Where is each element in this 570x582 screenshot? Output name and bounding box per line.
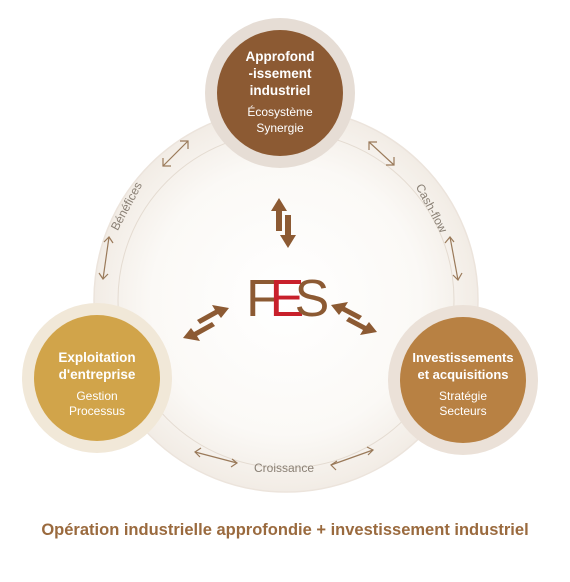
node-top-title-1: Approfond xyxy=(246,49,315,64)
node-right-title-1: Investissements xyxy=(412,350,513,365)
node-right-sub-1: Stratégie xyxy=(439,389,487,403)
node-left-sub-1: Gestion xyxy=(76,389,117,403)
node-investments-acquisitions: Investissements et acquisitions Stratégi… xyxy=(388,305,538,455)
arc-label-bottom: Croissance xyxy=(254,461,314,475)
node-industrial-deepening: Approfond -issement industriel Écosystèm… xyxy=(205,18,355,168)
node-top-title-3: industriel xyxy=(250,83,311,98)
node-business-operation: Exploitation d'entreprise Gestion Proces… xyxy=(22,303,172,453)
fes-letter-e: E xyxy=(270,270,305,328)
exchange-arrow-top-icon xyxy=(271,198,296,248)
node-left-title-1: Exploitation xyxy=(58,350,135,365)
node-top-title-2: -issement xyxy=(248,66,312,81)
fes-logo: F E S xyxy=(246,270,329,328)
node-top-disc xyxy=(217,30,343,156)
connector-top-left xyxy=(162,140,189,167)
diagram-caption: Opération industrielle approfondie + inv… xyxy=(41,521,529,539)
exchange-arrow-left-icon xyxy=(183,305,229,341)
connector-top-left-lower xyxy=(98,236,114,280)
node-right-disc xyxy=(400,317,526,443)
node-top-sub-1: Écosystème xyxy=(247,104,313,119)
node-right-sub-2: Secteurs xyxy=(439,404,486,418)
exchange-arrow-right-icon xyxy=(331,302,377,335)
connector-top-right-lower xyxy=(444,236,463,281)
node-left-sub-2: Processus xyxy=(69,404,125,418)
fes-letter-f: F xyxy=(246,270,278,328)
connector-top-right xyxy=(368,141,395,166)
node-top-sub-2: Synergie xyxy=(256,121,304,135)
connector-bottom-right xyxy=(330,446,375,471)
node-left-disc xyxy=(34,315,160,441)
node-right-title-2: et acquisitions xyxy=(417,367,508,382)
fes-letter-s: S xyxy=(295,270,330,328)
node-left-title-2: d'entreprise xyxy=(59,367,136,382)
connector-bottom-left xyxy=(194,447,239,468)
